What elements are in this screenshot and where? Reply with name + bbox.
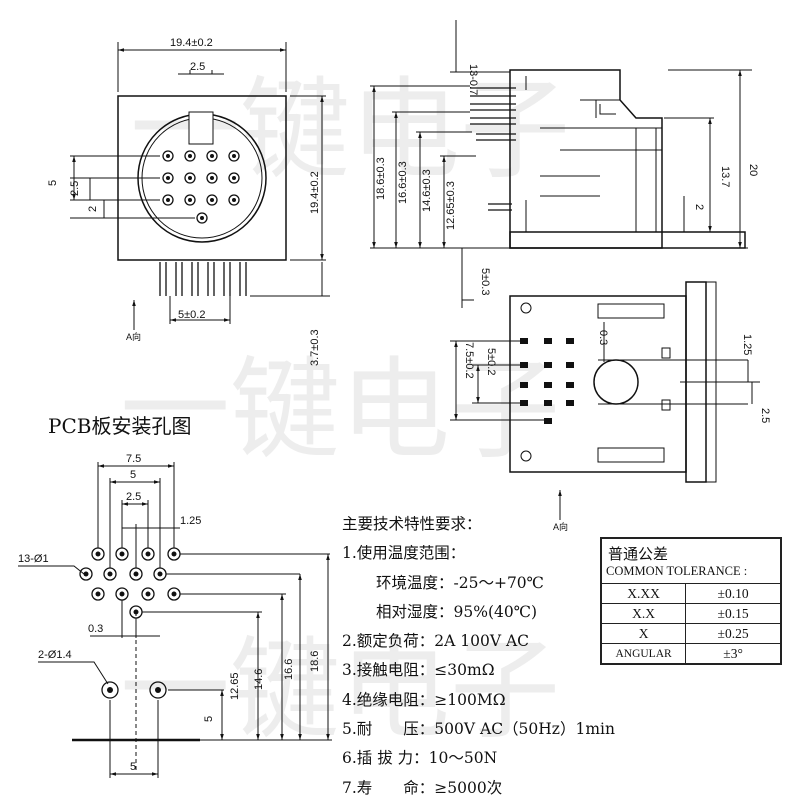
table-row: X±0.25 bbox=[602, 623, 780, 644]
pcb-top-dim-1: 7.5 bbox=[126, 453, 141, 465]
spec-item: 5.耐 压：500V AC（50Hz）1min bbox=[342, 720, 615, 739]
top-view bbox=[450, 281, 760, 520]
spec-item: 2.额定负荷：2A 100V AC bbox=[342, 632, 530, 651]
pcb-vdim-1: 5 bbox=[203, 716, 215, 722]
side-height-3: 14.6±0.3 bbox=[421, 169, 433, 212]
mount-post bbox=[593, 359, 639, 405]
tolerance-key: X.XX bbox=[602, 584, 687, 604]
front-left-dim-2: 2.5 bbox=[69, 181, 81, 196]
tolerance-title-cn: 普通公差 bbox=[608, 545, 669, 563]
front-left-dim-3: 2 bbox=[87, 206, 99, 212]
spec-heading: 主要技术特性要求： bbox=[342, 515, 482, 533]
spec-list: 主要技术特性要求： 1.使用温度范围： 环境温度：-25～+70℃ 相对湿度：9… bbox=[342, 510, 615, 800]
spec-item: 4.绝缘电阻：≥100MΩ bbox=[342, 690, 506, 709]
top-body bbox=[509, 295, 687, 473]
tolerance-key: X.X bbox=[602, 603, 687, 624]
front-height-dim: 19.4±0.2 bbox=[309, 171, 321, 214]
top-view-label: A向 bbox=[553, 521, 568, 532]
top-right-dim-1: 1.25 bbox=[741, 334, 753, 355]
pcb-vdim-4: 16.6 bbox=[283, 659, 295, 680]
side-body bbox=[509, 69, 663, 249]
tolerance-key: ANGULAR bbox=[602, 643, 687, 663]
top-left-dim-1: 7.5±0.2 bbox=[463, 342, 475, 379]
side-view bbox=[370, 20, 752, 308]
spec-item: 3.接触电阻：≤30mΩ bbox=[342, 661, 495, 680]
spec-item: 相对湿度：95%(40℃) bbox=[376, 602, 538, 621]
front-width-dim: 19.4±0.2 bbox=[170, 37, 213, 49]
pcb-hole-spec: 13-Ø1 bbox=[18, 553, 49, 565]
pcb-bottom-dim: 5 bbox=[130, 761, 136, 773]
side-total-height: 20 bbox=[747, 164, 759, 176]
pcb-top-dim-4: 1.25 bbox=[180, 515, 201, 527]
side-small-dim: 2 bbox=[693, 204, 705, 210]
pcb-title: PCB板安装孔图 bbox=[48, 414, 192, 438]
tolerance-key: X bbox=[602, 623, 687, 644]
pcb-vdim-2: 12.65 bbox=[229, 672, 241, 700]
spec-item: 环境温度：-25～+70℃ bbox=[376, 573, 545, 592]
tolerance-value: ±0.10 bbox=[717, 585, 749, 601]
front-pin-length-dim: 3.7±0.3 bbox=[309, 329, 321, 366]
pcb-top-dim-2: 5 bbox=[130, 469, 136, 481]
top-left-dim-2: 5±0.2 bbox=[485, 348, 497, 375]
pcb-layout bbox=[18, 462, 332, 778]
table-row: X.X±0.15 bbox=[602, 603, 780, 624]
pcb-top-dim-3: 2.5 bbox=[126, 491, 141, 503]
top-pitch-small: 0.3 bbox=[597, 330, 609, 345]
side-pin-dim: 13-0.7 bbox=[467, 64, 479, 95]
spec-item: 6.插 拔 力：10～50N bbox=[342, 749, 498, 768]
front-key bbox=[188, 111, 214, 145]
tolerance-title-en: COMMON TOLERANCE : bbox=[602, 564, 780, 584]
front-left-dim-1: 5 bbox=[47, 180, 59, 186]
pcb-vdim-5: 18.6 bbox=[309, 651, 321, 672]
side-body-height: 13.7 bbox=[719, 166, 731, 187]
table-row: ANGULAR±3° bbox=[602, 643, 780, 663]
side-height-4: 12.65±0.3 bbox=[445, 181, 457, 230]
spec-item: 1.使用温度范围： bbox=[342, 544, 466, 563]
tolerance-grid: X.XX ±0.10 X.X±0.15 X±0.25 ANGULAR±3° bbox=[602, 584, 780, 663]
side-bottom-dim: 5±0.3 bbox=[479, 268, 491, 295]
tolerance-value: ±0.15 bbox=[685, 603, 780, 624]
side-height-1: 18.6±0.3 bbox=[375, 157, 387, 200]
top-right-dim-2: 2.5 bbox=[759, 408, 771, 423]
table-row: X.XX ±0.10 bbox=[602, 584, 780, 604]
spec-item: 7.寿 命：≥5000次 bbox=[342, 778, 503, 797]
tolerance-value: ±3° bbox=[685, 643, 780, 663]
pcb-offset-dim: 0.3 bbox=[88, 623, 103, 635]
side-height-2: 16.6±0.3 bbox=[397, 161, 409, 204]
front-pin-span-dim: 5±0.2 bbox=[178, 309, 205, 321]
tolerance-table: 普通公差 COMMON TOLERANCE : X.XX ±0.10 X.X±0.… bbox=[600, 537, 782, 665]
pcb-vdim-3: 14.6 bbox=[253, 669, 265, 690]
front-view-label: A向 bbox=[126, 331, 141, 342]
front-pitch-dim: 2.5 bbox=[190, 61, 205, 73]
front-view bbox=[70, 42, 330, 330]
pcb-mount-spec: 2-Ø1.4 bbox=[38, 649, 72, 661]
tolerance-value: ±0.25 bbox=[685, 623, 780, 644]
